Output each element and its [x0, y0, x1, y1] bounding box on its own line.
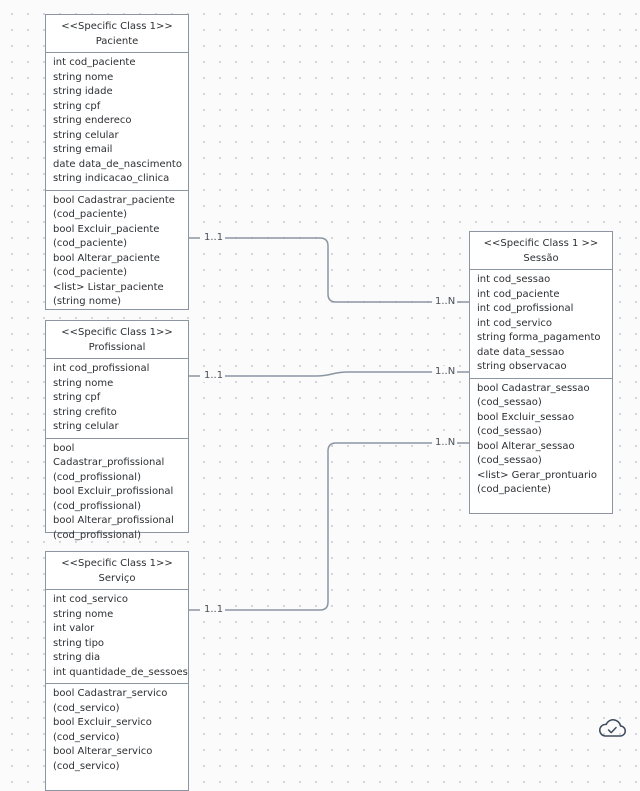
attribute: date data_de_nascimento [53, 158, 182, 170]
sessao-multiplicity-profissional: 1..N [434, 366, 457, 378]
cloud-check-icon[interactable] [597, 716, 627, 740]
class-header: <<Specific Class 1>> Profissional [46, 321, 188, 359]
class-sessao[interactable]: <<Specific Class 1 >> Sessão int cod_ses… [469, 231, 613, 514]
attributes-section: int cod_profissional string nome string … [46, 359, 188, 439]
class-stereotype: <<Specific Class 1>> [61, 327, 173, 338]
relation-paciente-sessao[interactable] [189, 237, 469, 303]
method: bool Cadastrar_sessao (cod_sessao) [477, 382, 590, 409]
attribute: date data_sessao [477, 346, 565, 358]
servico-multiplicity: 1..1 [203, 604, 225, 616]
attribute: string nome [53, 377, 114, 389]
method: bool Excluir_sessao (cod_sessao) [477, 411, 575, 438]
attribute: string observacao [477, 361, 567, 372]
attribute: int quantidade_de_sessoes [53, 666, 188, 678]
attribute: int cod_paciente [477, 288, 560, 300]
class-name: Sessão [523, 253, 559, 264]
sessao-multiplicity-servico: 1..N [434, 437, 457, 449]
attribute: int cod_paciente [53, 57, 136, 68]
class-profissional[interactable]: <<Specific Class 1>> Profissional int co… [45, 320, 189, 541]
class-header: <<Specific Class 1>> Serviço [46, 552, 188, 590]
attribute: int cod_profissional [53, 363, 150, 374]
attribute: string email [53, 144, 113, 155]
method: bool Cadastrar_profissional (cod_profiss… [53, 442, 165, 483]
class-header: <<Specific Class 1>> Paciente [46, 15, 188, 53]
class-stereotype: <<Specific Class 1 >> [483, 238, 599, 249]
profissional-multiplicity: 1..1 [203, 370, 225, 382]
class-name: Paciente [95, 36, 139, 47]
attribute: int valor [53, 623, 95, 634]
attribute: string cpf [53, 100, 101, 112]
attribute: string indicacao_clinica [53, 173, 170, 184]
methods-section: bool Cadastrar_sessao (cod_sessao) bool … [470, 379, 612, 501]
attribute: string celular [53, 421, 119, 432]
relation-servico-sessao[interactable] [189, 442, 469, 611]
attribute: string endereco [53, 115, 132, 126]
attribute: string crefito [53, 406, 117, 418]
attribute: string tipo [53, 637, 105, 649]
attribute: string dia [53, 652, 101, 663]
class-name: Profissional [88, 342, 146, 353]
attribute: string nome [53, 608, 114, 620]
method: bool Excluir_profissional (cod_profissio… [53, 486, 174, 512]
method: bool Excluir_servico (cod_servico) [53, 717, 152, 743]
method: bool Cadastrar_servico (cod_servico) [53, 688, 168, 714]
sessao-multiplicity-paciente: 1..N [434, 296, 457, 308]
paciente-multiplicity: 1..1 [203, 232, 225, 244]
attribute: int cod_profissional [477, 303, 574, 314]
attribute: string idade [53, 86, 113, 97]
method: <list> Gerar_prontuario (cod_paciente) [477, 469, 597, 496]
attribute: string cpf [53, 392, 101, 403]
method: bool Alterar_sessao (cod_sessao) [477, 440, 575, 467]
attribute: int cod_servico [477, 317, 552, 329]
method: bool Excluir_paciente (cod_paciente) [53, 223, 160, 250]
relation-profissional-sessao[interactable] [189, 371, 469, 377]
class-servico[interactable]: <<Specific Class 1>> Serviço int cod_ser… [45, 551, 189, 791]
class-stereotype: <<Specific Class 1>> [61, 558, 173, 569]
methods-section: bool Cadastrar_paciente (cod_paciente) b… [46, 191, 188, 313]
attribute: int cod_sessao [477, 274, 551, 285]
attributes-section: int cod_servico string nome int valor st… [46, 590, 188, 684]
attribute: int cod_servico [53, 594, 128, 605]
attribute: string celular [53, 129, 119, 141]
methods-section: bool Cadastrar_servico (cod_servico) boo… [46, 684, 188, 777]
attribute: string nome [53, 71, 114, 83]
attributes-section: int cod_sessao int cod_paciente int cod_… [470, 270, 612, 379]
class-header: <<Specific Class 1 >> Sessão [470, 232, 612, 270]
method: bool Alterar_paciente (cod_paciente) [53, 252, 160, 279]
method: bool Alterar_servico (cod_servico) [53, 746, 153, 772]
class-stereotype: <<Specific Class 1>> [61, 21, 173, 32]
attribute: string forma_pagamento [477, 332, 601, 343]
methods-section: bool Cadastrar_profissional (cod_profiss… [46, 439, 188, 547]
method: <list> Listar_paciente (string nome) [53, 281, 164, 308]
class-name: Serviço [98, 573, 136, 584]
method: bool Cadastrar_paciente (cod_paciente) [53, 194, 175, 221]
method: bool Alterar_profissional (cod_profissio… [53, 515, 174, 541]
attributes-section: int cod_paciente string nome string idad… [46, 53, 188, 191]
class-paciente[interactable]: <<Specific Class 1>> Paciente int cod_pa… [45, 14, 189, 310]
